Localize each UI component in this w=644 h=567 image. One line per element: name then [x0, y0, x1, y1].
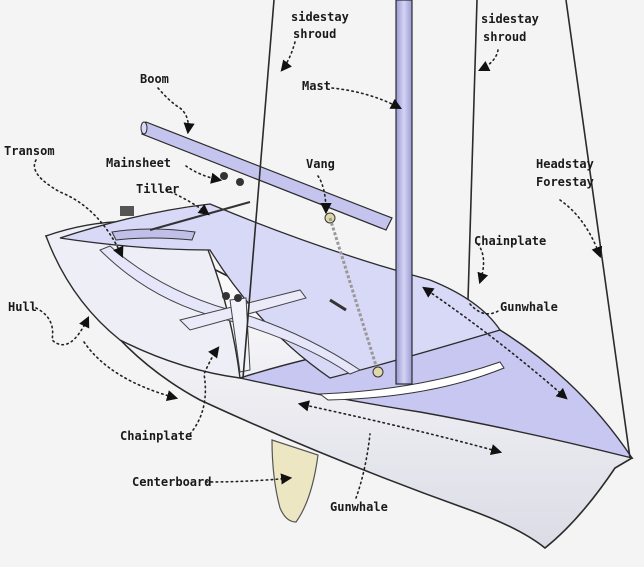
leader-tiller — [165, 189, 210, 216]
cleat — [329, 298, 347, 312]
sidestay-right-wire — [467, 0, 478, 301]
label-chainplate-left: Chainplate — [120, 429, 192, 443]
label-gunwhale-right: Gunwhale — [500, 300, 558, 314]
headstay-wire — [565, 0, 631, 459]
label-sidestay-right-2: shroud — [483, 30, 526, 44]
sidestay-left-wire — [242, 0, 275, 379]
vang-line — [328, 217, 380, 373]
leader-chainplate-right — [477, 243, 489, 285]
tiller-stick — [149, 201, 251, 231]
leader-mast — [331, 87, 402, 110]
leader-sidestay-left — [280, 41, 296, 72]
leader-gunwhale-right-span — [422, 286, 568, 400]
leader-boom — [157, 87, 195, 135]
leader-hull-a — [35, 307, 90, 346]
label-boom: Boom — [140, 72, 169, 86]
vang-block-lower — [372, 366, 384, 378]
mainsheet-block-upper-a — [220, 172, 228, 180]
label-mainsheet: Mainsheet — [106, 156, 171, 170]
leader-vang — [317, 175, 332, 215]
label-chainplate-right: Chainplate — [474, 234, 546, 248]
transom-fitting — [111, 228, 196, 241]
leader-gunwhale-bottom-span — [297, 400, 503, 456]
label-sidestay-right-1: sidestay — [481, 12, 539, 26]
label-hull: Hull — [8, 300, 37, 314]
label-centerboard: Centerboard — [132, 475, 211, 489]
label-gunwhale-bottom: Gunwhale — [330, 500, 388, 514]
boom-end — [140, 121, 148, 135]
leader-mainsheet — [185, 165, 223, 184]
mainsheet-block-lower-b — [234, 294, 242, 302]
mainsheet-block-lower-a — [222, 292, 230, 300]
label-transom: Transom — [4, 144, 55, 158]
label-headstay-1: Headstay — [536, 157, 594, 171]
label-sidestay-left-2: shroud — [293, 27, 336, 41]
leader-chainplate-left — [189, 346, 220, 435]
centerboard-shape — [271, 439, 319, 523]
leader-sidestay-right — [477, 49, 499, 72]
label-headstay-2: Forestay — [536, 175, 594, 189]
leader-centerboard — [205, 473, 293, 485]
leader-headstay — [559, 199, 603, 259]
label-tiller: Tiller — [136, 182, 179, 196]
leader-hull-b — [83, 341, 179, 402]
leader-transom — [33, 159, 124, 259]
label-mast: Mast — [302, 79, 331, 93]
mast-spar — [395, 0, 413, 385]
label-sidestay-left-1: sidestay — [291, 10, 349, 24]
mainsheet-block-upper-b — [236, 178, 244, 186]
label-vang: Vang — [306, 157, 335, 171]
rudder-head — [120, 206, 134, 216]
